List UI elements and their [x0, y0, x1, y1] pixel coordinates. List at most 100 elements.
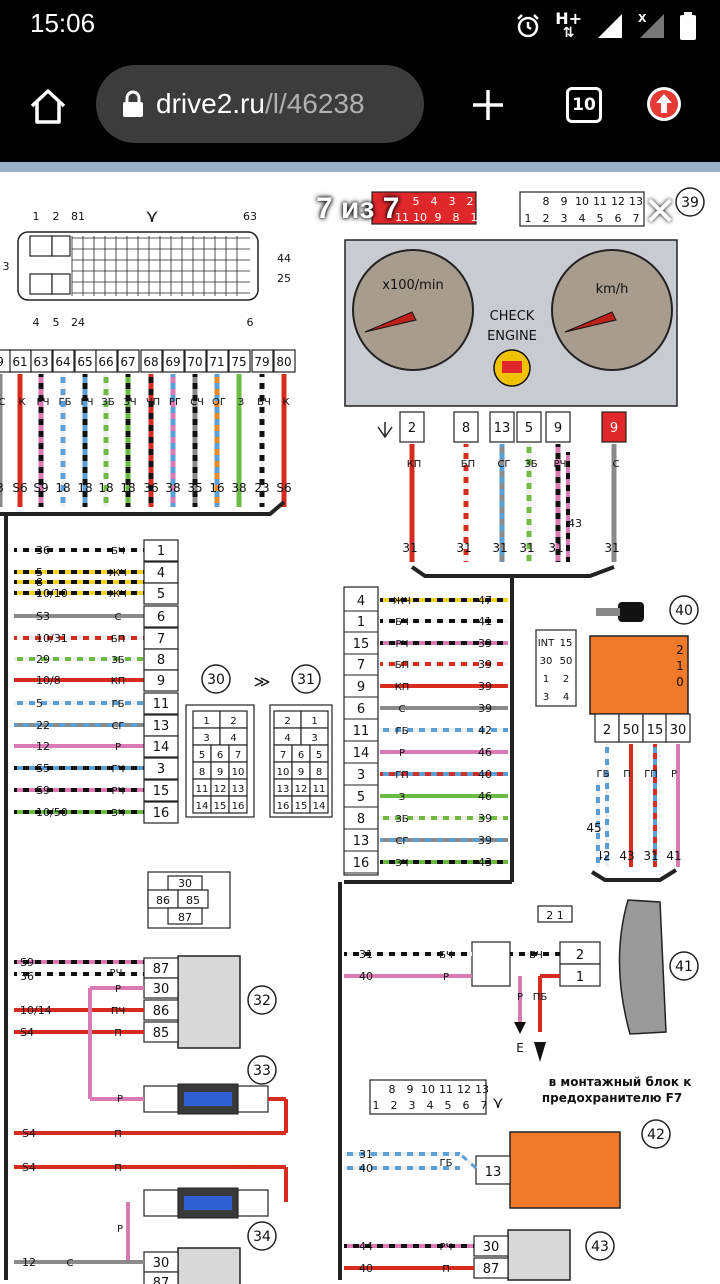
left-terminal-pin-box — [143, 692, 179, 715]
connector-30-pin: 10 — [232, 767, 245, 778]
connector-30-pin: 5 — [199, 750, 205, 761]
fuse-34-terminal — [237, 1189, 269, 1217]
ecu-pin-label-box — [162, 349, 185, 373]
connector-39-pin: 11 — [593, 195, 607, 208]
ecu-pin-number: 6 — [247, 316, 254, 329]
mid-terminal-pin: 8 — [357, 812, 365, 827]
relay-43-pin: 87 — [483, 1262, 500, 1277]
ecu-pin-number: 71 — [209, 355, 224, 369]
component-42-source: 31 — [359, 1148, 373, 1161]
ecu-pin-number: 25 — [277, 272, 291, 285]
ecu-wire-color: З — [238, 397, 244, 408]
url-bar[interactable]: drive2.ru/l/46238 — [96, 65, 424, 143]
marker-32 — [247, 985, 277, 1015]
left-terminal-source: 10/50 — [36, 806, 68, 819]
mid-terminal-color: БП — [395, 660, 409, 671]
ground-symbol — [377, 422, 393, 439]
ignition-table-cell: 1 — [543, 674, 549, 685]
cluster-pin-number: 2 — [408, 421, 416, 436]
left-terminal-pin: 13 — [153, 719, 170, 734]
connector-31-pin: 9 — [298, 767, 304, 778]
bottom-connector-pin: 1 — [373, 1099, 380, 1112]
connector-31-pin: 7 — [280, 750, 286, 761]
horn-41-pin: 2 — [576, 948, 584, 963]
svg-text:X: X — [638, 12, 647, 25]
ecu-bundle — [0, 500, 286, 516]
ecu-wire-color: РГ — [169, 397, 181, 408]
ecu-pin-number: 24 — [71, 316, 85, 329]
new-tab-icon[interactable] — [470, 87, 506, 123]
horn-41-source: 31 — [359, 948, 373, 961]
ecu-wire-dest: 18 — [120, 481, 135, 495]
relay-connector-cell — [167, 907, 203, 925]
left-terminal-color: ЖЧ — [109, 589, 127, 600]
ecu-pin-label-box — [228, 349, 251, 373]
left-terminal-source: 10/10 — [36, 587, 68, 600]
ecu-pin-number: 70 — [187, 355, 202, 369]
cluster-pin-number: 9 — [610, 421, 618, 436]
relay-34-pin: 87 — [153, 1276, 170, 1284]
cluster-wire-color: С — [613, 459, 620, 470]
cluster-pin-number: 5 — [525, 421, 533, 436]
lock-icon — [123, 90, 143, 117]
marker-33 — [247, 1055, 277, 1085]
relay-34-source: 12 — [22, 1256, 36, 1269]
ecu-pin-number: 1 — [33, 210, 40, 223]
ecu-pin-number: 63 — [243, 210, 257, 223]
ecu-pin-box — [51, 273, 71, 295]
ignition-table-cell: 3 — [543, 692, 549, 703]
left-terminal-pin-box — [143, 801, 179, 824]
bottom-connector-pin: 7 — [481, 1099, 488, 1112]
horn-41-note: в монтажный блок к — [549, 1075, 692, 1089]
mid-terminal-pin: 13 — [353, 834, 370, 849]
left-terminal-pin: 9 — [157, 674, 165, 689]
horn-41-mini-connector — [537, 905, 573, 923]
wiring-diagram-viewer[interactable]: 1281633442545246⋎96163646566676869707175… — [0, 162, 720, 1284]
ignition-table-cell: 50 — [560, 656, 573, 667]
cluster-wire-dest: 31 — [492, 541, 507, 555]
connector-31-pin: 4 — [284, 733, 290, 744]
red-connector-pin: 8 — [453, 211, 460, 224]
relay-connector-pin: 30 — [178, 877, 192, 890]
left-terminal-pin-box — [143, 582, 179, 605]
ecu-wire-dest: 16 — [209, 481, 224, 495]
cluster-pin-box — [516, 411, 542, 443]
home-icon[interactable] — [28, 86, 68, 126]
relay-32-color: ПЧ — [111, 1006, 125, 1017]
red-connector-pin: 10 — [413, 211, 427, 224]
connector-31-pin: 2 — [284, 716, 290, 727]
tab-switcher-button[interactable]: 10 — [566, 87, 602, 123]
connector-30-pin: 2 — [230, 716, 236, 727]
cluster-pin-number: 9 — [554, 421, 562, 436]
marker-30-label: 30 — [207, 672, 225, 688]
mid-terminal-dest: 39 — [478, 680, 492, 693]
mid-terminal-dest: 39 — [478, 812, 492, 825]
left-terminal-color: ЗБ — [111, 655, 124, 666]
left-terminal-source: 36 — [36, 544, 50, 557]
marker-40-label: 40 — [675, 603, 693, 619]
cluster-pin-box — [489, 411, 515, 443]
ecu-pin-number: 68 — [143, 355, 158, 369]
check-engine-icon-shape — [502, 361, 522, 373]
ecu-wire-dest: 3 — [0, 481, 4, 495]
left-terminal-source: 10/31 — [36, 632, 68, 645]
close-icon[interactable]: ✕ — [643, 189, 677, 235]
cluster-pin-box — [399, 411, 425, 443]
update-icon[interactable] — [646, 86, 682, 122]
relay-34-pin: 30 — [153, 1256, 170, 1271]
connector-31-pin: 12 — [295, 784, 308, 795]
ecu-wire-dest: 35 — [187, 481, 202, 495]
left-terminal-pin: 1 — [157, 544, 165, 559]
alarm-icon — [517, 14, 540, 38]
left-terminal-pin-box — [143, 735, 179, 758]
ignition-table-cell: 4 — [563, 692, 569, 703]
mid-terminal-color: З — [399, 792, 405, 803]
mid-terminal-pin: 5 — [357, 790, 365, 805]
connector-30-pin: 1 — [203, 716, 209, 727]
marker-41 — [669, 951, 699, 981]
connector-39-pin: 7 — [633, 212, 640, 225]
ecu-wire-color: СЧ — [190, 397, 204, 408]
browser-toolbar: drive2.ru/l/46238 10 — [0, 52, 720, 162]
url-domain: drive2.ru — [156, 88, 265, 119]
ecu-pin-label-box — [30, 349, 53, 373]
